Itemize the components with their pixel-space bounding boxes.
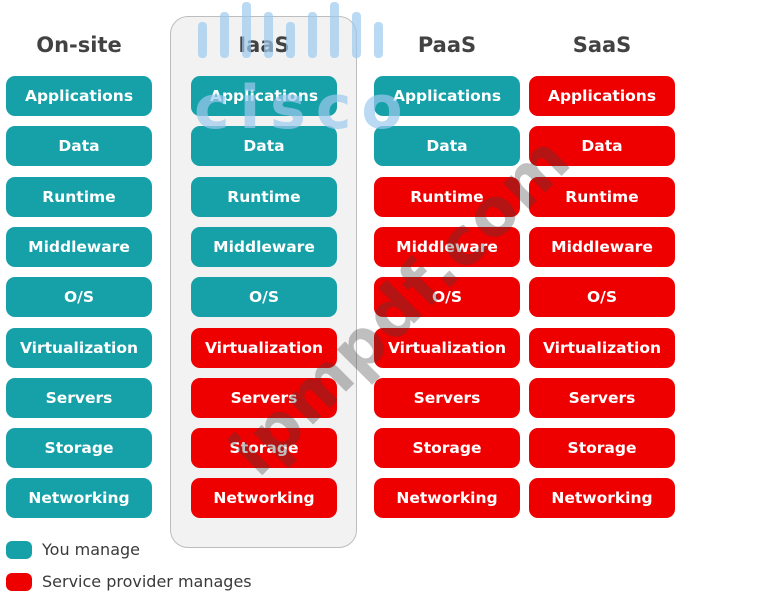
layer-cell-o-s: O/S [374,277,520,318]
layer-cell-storage: Storage [529,428,675,469]
layer-cell-o-s: O/S [191,277,337,318]
layer-cell-data: Data [191,126,337,167]
layer-cell-o-s: O/S [529,277,675,318]
layer-cell-storage: Storage [374,428,520,469]
column-title: PaaS [417,33,477,57]
layer-cell-runtime: Runtime [191,176,337,217]
layer-cell-runtime: Runtime [529,176,675,217]
legend-swatch-you [6,540,32,559]
column-title: On-site [36,33,122,57]
legend-you-manage: You manage [6,540,140,559]
layer-cell-data: Data [6,126,152,167]
layer-cell-virtualization: Virtualization [529,327,675,368]
legend-label-you: You manage [42,540,140,559]
legend-label-provider: Service provider manages [42,572,252,591]
layer-cell-networking: Networking [374,478,520,519]
layer-cell-servers: Servers [529,377,675,418]
legend-swatch-provider [6,572,32,591]
layer-cell-runtime: Runtime [374,176,520,217]
layer-cell-networking: Networking [529,478,675,519]
layer-cell-data: Data [374,126,520,167]
layer-cell-storage: Storage [191,428,337,469]
layer-cell-servers: Servers [6,377,152,418]
layer-cell-networking: Networking [6,478,152,519]
layer-cell-applications: Applications [529,76,675,116]
layer-cell-middleware: Middleware [191,226,337,267]
column-title: SaaS [572,33,632,57]
column-title: IaaS [238,33,290,57]
layer-cell-servers: Servers [374,377,520,418]
layer-cell-virtualization: Virtualization [374,327,520,368]
layer-cell-servers: Servers [191,377,337,418]
layer-cell-storage: Storage [6,428,152,469]
layer-cell-virtualization: Virtualization [6,327,152,368]
legend-provider-manages: Service provider manages [6,572,252,591]
layer-cell-applications: Applications [191,76,337,116]
layer-cell-runtime: Runtime [6,176,152,217]
layer-cell-data: Data [529,126,675,167]
layer-cell-applications: Applications [374,76,520,116]
layer-cell-virtualization: Virtualization [191,327,337,368]
layer-cell-networking: Networking [191,478,337,519]
layer-cell-middleware: Middleware [374,226,520,267]
layer-cell-middleware: Middleware [6,226,152,267]
layer-cell-applications: Applications [6,76,152,116]
layer-cell-o-s: O/S [6,277,152,318]
layer-cell-middleware: Middleware [529,226,675,267]
